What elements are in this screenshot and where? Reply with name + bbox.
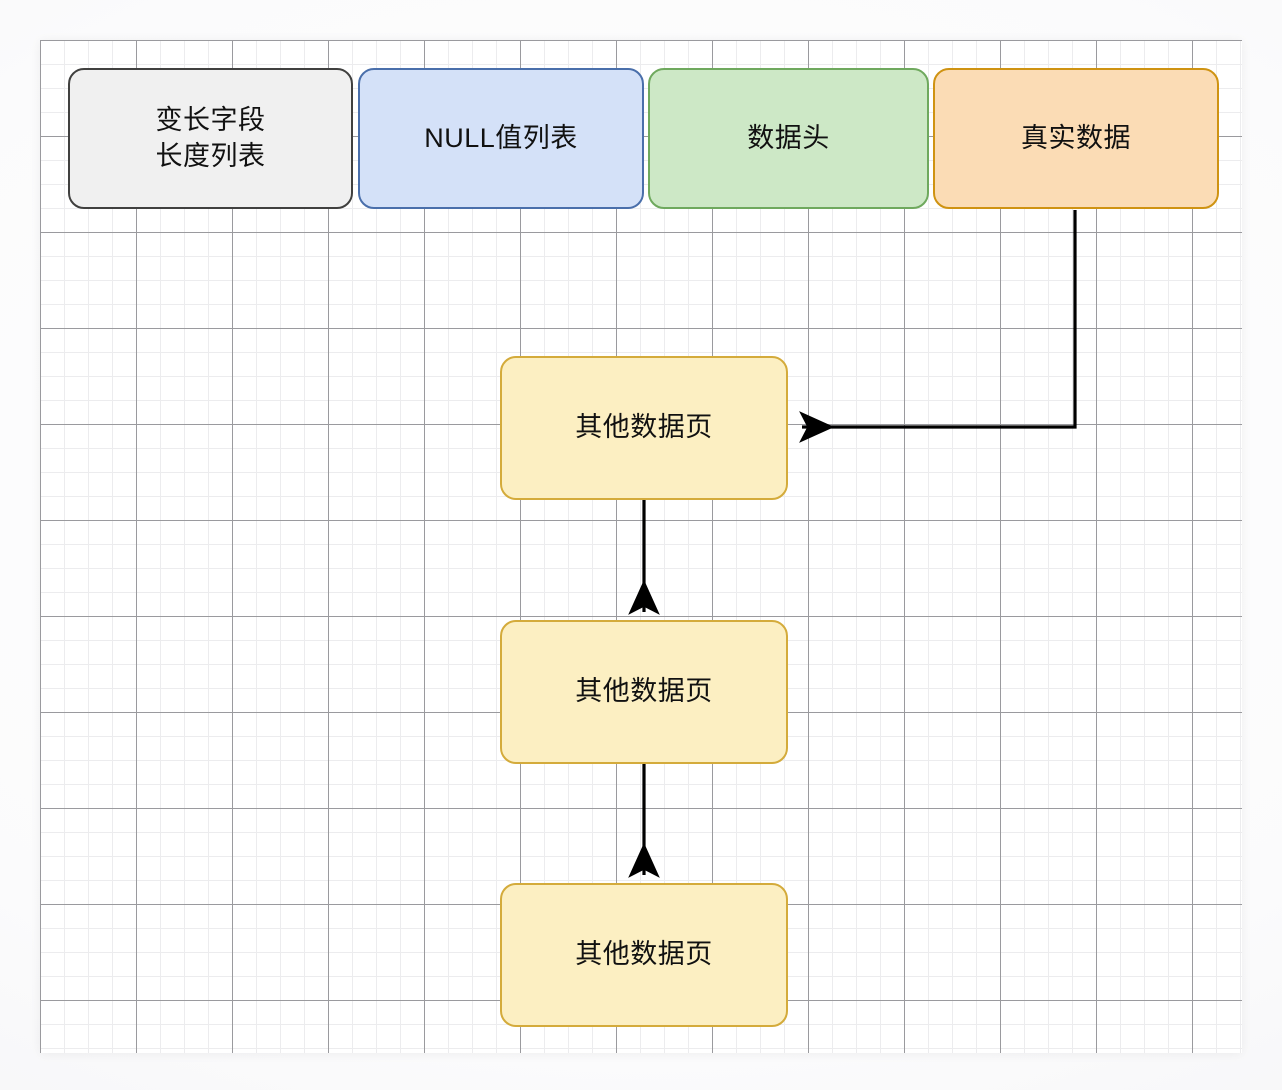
node-null-value-list[interactable]: NULL值列表 [358,68,644,209]
node-other-data-page-1[interactable]: 其他数据页 [500,356,788,500]
diagram-canvas[interactable]: 变长字段 长度列表 NULL值列表 数据头 真实数据 其他数据页 其他数据页 其… [40,40,1242,1053]
node-other-data-page-2[interactable]: 其他数据页 [500,620,788,764]
node-varlen-field-length-list[interactable]: 变长字段 长度列表 [68,68,353,209]
edge-realdata-to-page1 [799,210,1077,443]
node-record-header[interactable]: 数据头 [648,68,929,209]
node-real-data[interactable]: 真实数据 [933,68,1219,209]
node-other-data-page-3[interactable]: 其他数据页 [500,883,788,1027]
